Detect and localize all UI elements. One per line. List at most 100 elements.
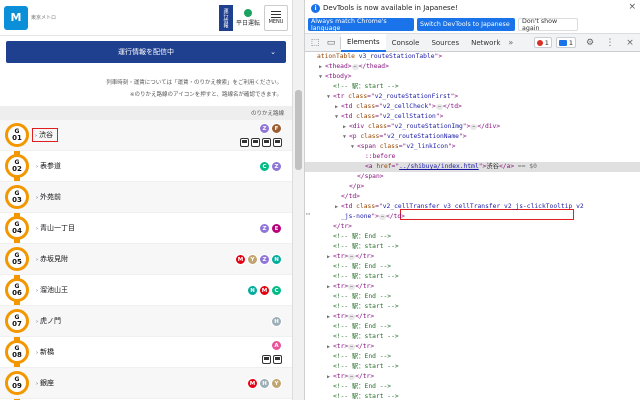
menu-button[interactable]: MENU — [264, 4, 288, 31]
transfer-line-icon[interactable]: M — [235, 254, 246, 265]
station-name-link[interactable]: ›表参道 — [36, 161, 61, 171]
expand-down-icon[interactable]: ▼ — [351, 144, 355, 150]
dom-node-line[interactable]: </span> — [305, 172, 640, 182]
transfer-line-icon[interactable]: Y — [247, 254, 258, 265]
station-name-link[interactable]: ›青山一丁目 — [36, 223, 75, 233]
dom-node-line[interactable]: <!-- 駅：start --> — [305, 362, 640, 372]
dom-node-line[interactable]: </p> — [305, 182, 640, 192]
station-name-link[interactable]: ›赤坂見附 — [36, 254, 68, 264]
transfer-line-icon[interactable]: Z — [259, 123, 270, 134]
transfer-line-icon[interactable]: Y — [271, 378, 282, 389]
dom-node-line[interactable]: <!-- 駅：start --> — [305, 302, 640, 312]
expand-down-icon[interactable]: ▼ — [343, 134, 347, 140]
inspect-element-icon[interactable]: ⬚ — [310, 37, 320, 48]
dom-node-line[interactable]: ▼<tbody> — [305, 72, 640, 82]
more-tabs-icon[interactable]: » — [508, 38, 514, 47]
dom-node-line[interactable]: ationTable v3_routeStationTable"> — [305, 52, 640, 62]
dom-node-line[interactable]: ▶<td class="v2_cellCheck">⋯</td> — [305, 102, 640, 112]
transfer-line-icon[interactable]: C — [271, 285, 282, 296]
dom-node-line[interactable]: ▶<thead>⋯</thead> — [305, 62, 640, 72]
dom-node-line[interactable]: <!-- 駅：End --> — [305, 262, 640, 272]
expand-right-icon[interactable]: ▶ — [335, 104, 339, 110]
dom-node-line[interactable]: </tr> — [305, 222, 640, 232]
page-scrollbar[interactable] — [292, 0, 304, 400]
close-icon[interactable]: × — [628, 2, 636, 12]
station-name-link[interactable]: ›渋谷 — [32, 128, 58, 142]
station-name-link[interactable]: ›溜池山王 — [36, 285, 68, 295]
transfer-line-icon[interactable]: F — [271, 123, 282, 134]
dom-tree[interactable]: ⋯ ationTable v3_routeStationTable">▶<the… — [305, 52, 640, 400]
message-counter[interactable]: 1 — [555, 37, 576, 48]
expand-right-icon[interactable]: ▶ — [343, 124, 347, 130]
gear-icon[interactable]: ⚙ — [585, 37, 595, 48]
switch-to-japanese-button[interactable]: Switch DevTools to Japanese — [417, 18, 515, 31]
dom-node-line[interactable]: ▶<div class="v2_routeStationImg">⋯</div> — [305, 122, 640, 132]
dom-node-line[interactable]: <!-- 駅：start --> — [305, 332, 640, 342]
transfer-line-icon[interactable]: H — [271, 316, 282, 327]
tab-network[interactable]: Network — [471, 38, 501, 47]
dom-node-line[interactable]: <!-- 駅：End --> — [305, 352, 640, 362]
transfer-line-icon[interactable]: N — [271, 254, 282, 265]
expand-right-icon[interactable]: ▶ — [327, 344, 331, 350]
expand-right-icon[interactable]: ▶ — [327, 284, 331, 290]
transfer-line-icon[interactable]: N — [247, 285, 258, 296]
dom-node-line[interactable]: ▶<tr>⋯</tr> — [305, 312, 640, 322]
transfer-line-icon[interactable]: Z — [271, 161, 282, 172]
station-name-link[interactable]: ›虎ノ門 — [36, 316, 61, 326]
dom-node-line[interactable]: ::before — [305, 152, 640, 162]
dom-node-line[interactable]: <a href="../shibuya/index.html">渋谷</a> =… — [305, 162, 640, 172]
service-info-badge[interactable]: 運行情報 — [218, 4, 233, 31]
transfer-line-icon[interactable]: Z — [259, 223, 270, 234]
transfer-line-icon[interactable]: E — [271, 223, 282, 234]
close-devtools-icon[interactable]: × — [626, 37, 634, 48]
dom-node-line[interactable]: <!-- 駅：End --> — [305, 382, 640, 392]
metro-logo-icon[interactable]: M — [4, 5, 28, 30]
dom-node-line[interactable]: <!-- 駅：start --> — [305, 392, 640, 400]
tab-console[interactable]: Console — [391, 38, 420, 47]
dom-node-line[interactable]: </td> — [305, 192, 640, 202]
dom-node-line[interactable]: <!-- 駅：End --> — [305, 232, 640, 242]
device-toolbar-icon[interactable]: ▭ — [326, 37, 336, 48]
expand-down-icon[interactable]: ▼ — [335, 114, 339, 120]
dom-node-line[interactable]: <!-- 駅：start --> — [305, 242, 640, 252]
dom-node-line[interactable]: <!-- 駅：End --> — [305, 292, 640, 302]
expand-down-icon[interactable]: ▼ — [327, 94, 331, 100]
station-name-link[interactable]: ›新橋 — [36, 347, 54, 357]
match-language-button[interactable]: Always match Chrome's language — [308, 18, 414, 32]
kebab-menu-icon[interactable]: ⋮ — [605, 37, 615, 48]
station-name-link[interactable]: ›銀座 — [36, 378, 54, 388]
expand-right-icon[interactable]: ▶ — [327, 314, 331, 320]
tab-elements[interactable]: Elements — [341, 33, 386, 52]
transfer-line-icon[interactable]: M — [259, 285, 270, 296]
dom-node-line[interactable]: ▼<td class="v2_cellStation"> — [305, 112, 640, 122]
dom-node-line[interactable]: ▶<tr>⋯</tr> — [305, 342, 640, 352]
service-status-banner[interactable]: 運行情報を配信中 ⌄ — [6, 41, 286, 63]
dont-show-again-button[interactable]: Don't show again — [518, 18, 578, 32]
transfer-line-icon[interactable]: A — [271, 340, 282, 351]
expand-right-icon[interactable]: ▶ — [335, 204, 339, 210]
transfer-line-icon[interactable]: C — [259, 161, 270, 172]
dom-node-line[interactable]: ▶<tr>⋯</tr> — [305, 282, 640, 292]
station-name-link[interactable]: ›外苑前 — [36, 192, 61, 202]
dom-node-line[interactable]: _js-none">⋯</td> — [305, 212, 640, 222]
dom-node-line[interactable]: ▶<tr>⋯</tr> — [305, 372, 640, 382]
dom-node-line[interactable]: <!-- 駅：start --> — [305, 272, 640, 282]
dom-node-line[interactable]: ▼<tr class="v2_routeStationFirst"> — [305, 92, 640, 102]
expand-down-icon[interactable]: ▼ — [319, 74, 323, 80]
dom-node-line[interactable]: <!-- 駅：start --> — [305, 82, 640, 92]
error-counter[interactable]: 1 — [533, 37, 552, 48]
dom-node-line[interactable]: ▶<tr>⋯</tr> — [305, 252, 640, 262]
dom-node-line[interactable]: <!-- 駅：End --> — [305, 322, 640, 332]
expand-right-icon[interactable]: ▶ — [327, 374, 331, 380]
transfer-line-icon[interactable]: M — [247, 378, 258, 389]
dom-node-line[interactable]: ▶<td class="v2_cellTransfer v3_cellTrans… — [305, 202, 640, 212]
expand-right-icon[interactable]: ▶ — [327, 254, 331, 260]
expand-right-icon[interactable]: ▶ — [319, 64, 323, 70]
scrollbar-thumb[interactable] — [295, 90, 302, 170]
tab-sources[interactable]: Sources — [431, 38, 460, 47]
transfer-line-icon[interactable]: H — [259, 378, 270, 389]
dom-node-line[interactable]: ▼<p class="v2_routeStationName"> — [305, 132, 640, 142]
ellipsis-icon[interactable]: ⋯ — [306, 210, 311, 218]
transfer-line-icon[interactable]: Z — [259, 254, 270, 265]
dom-node-line[interactable]: ▼<span class="v2_linkIcon"> — [305, 142, 640, 152]
